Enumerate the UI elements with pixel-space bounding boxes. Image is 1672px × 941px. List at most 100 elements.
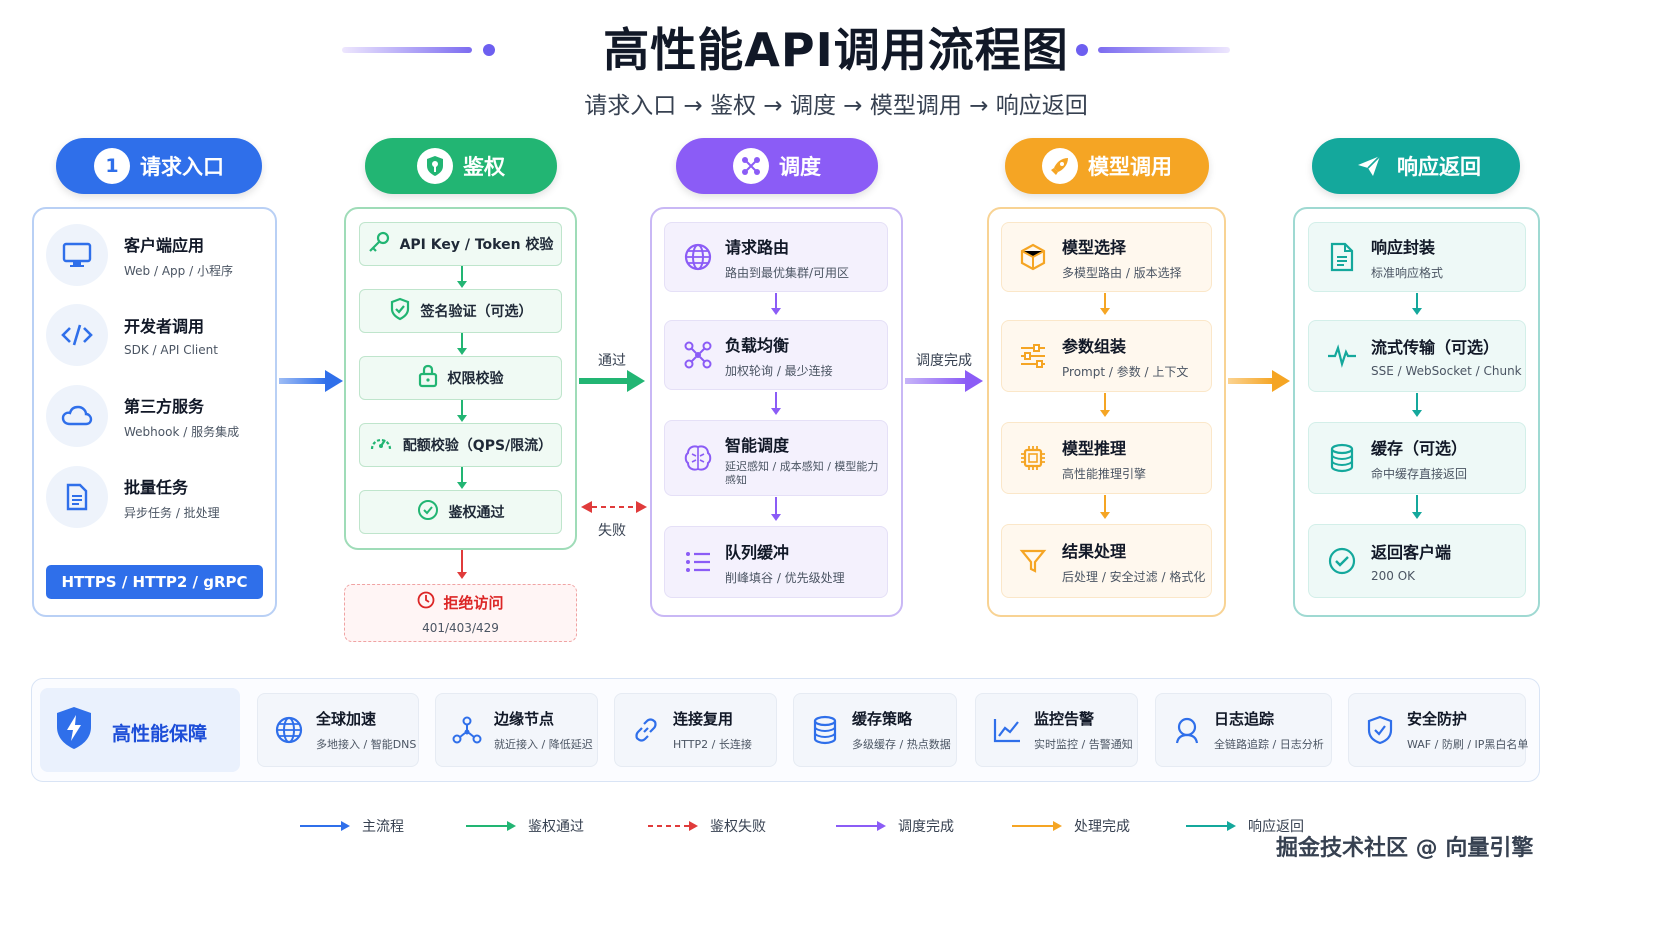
legend-item: 主流程 [300, 816, 404, 836]
feature-title: 监控告警 [1034, 710, 1095, 728]
legend-item: 鉴权失败 [648, 816, 766, 836]
feature-log-tracing: 日志追踪全链路追踪 / 日志分析 [1155, 693, 1332, 767]
entry-batch-title: 批量任务 [124, 477, 189, 497]
auth-card-signature: 签名验证（可选） [359, 289, 562, 333]
response-cache-desc: 命中缓存直接返回 [1371, 466, 1468, 481]
pill-auth: 鉴权 [365, 138, 557, 194]
database-icon [808, 713, 842, 747]
auth-signature-label: 签名验证（可选） [420, 304, 533, 320]
schedule-card-loadbalance: 负载均衡加权轮询 / 最少连接 [664, 320, 888, 390]
page-subtitle: 请求入口 → 鉴权 → 调度 → 模型调用 → 响应返回 [584, 93, 1088, 119]
auth-arrowhead-1 [457, 281, 467, 288]
feature-title: 缓存策略 [852, 710, 913, 728]
feature-desc: 实时监控 / 告警通知 [1034, 738, 1133, 751]
auth-column [344, 207, 577, 550]
title-decoration-dot-right [1076, 44, 1088, 56]
feature-edge-nodes: 边缘节点就近接入 / 降低延迟 [435, 693, 598, 767]
model-result-desc: 后处理 / 安全过滤 / 格式化 [1062, 569, 1206, 584]
arrow-model-to-response [1228, 370, 1290, 392]
auth-arrowhead-4 [457, 482, 467, 489]
response-cache-title: 缓存（可选） [1371, 438, 1468, 458]
legend-arrow [1012, 821, 1062, 831]
step-1-badge: 1 [94, 148, 130, 184]
sliders-icon [1014, 337, 1052, 375]
pill-schedule: 调度 [676, 138, 878, 194]
feature-monitoring: 监控告警实时监控 / 告警通知 [975, 693, 1138, 767]
response-column [1293, 207, 1540, 617]
response-stream-desc: SSE / WebSocket / Chunk [1371, 364, 1522, 378]
arrow-auth-to-schedule [579, 370, 645, 392]
entry-client-desc: Web / App / 小程序 [124, 263, 233, 278]
database-icon [1323, 439, 1361, 477]
model-select-title: 模型选择 [1062, 237, 1127, 257]
reject-codes: 401/403/429 [422, 621, 499, 635]
shield-check-icon [389, 297, 411, 325]
entry-card-client: 客户端应用 Web / App / 小程序 [46, 222, 266, 288]
feature-desc: WAF / 防刷 / IP黑白名单 [1407, 738, 1529, 751]
flow-label-scheduled: 调度完成 [916, 353, 972, 369]
shield-icon [1363, 713, 1397, 747]
auth-card-apikey: API Key / Token 校验 [359, 222, 562, 266]
pill-model: 模型调用 [1005, 138, 1209, 194]
feature-desc: 多地接入 / 智能DNS [316, 738, 417, 751]
monitor-icon [46, 224, 108, 286]
response-wrap-desc: 标准响应格式 [1371, 265, 1444, 280]
pulse-icon [1323, 337, 1361, 375]
check-circle-icon [1323, 542, 1361, 580]
key-icon [368, 231, 390, 257]
entry-client-title: 客户端应用 [124, 235, 205, 255]
model-arrowhead-1 [1100, 308, 1110, 315]
lock-icon [418, 364, 438, 392]
schedule-arrowhead-2 [771, 408, 781, 415]
response-arrowhead-2 [1412, 410, 1422, 417]
model-card-inference: 模型推理高性能推理引擎 [1001, 422, 1212, 494]
model-params-title: 参数组装 [1062, 336, 1127, 356]
auth-connector-2 [461, 333, 463, 348]
feature-title: 日志追踪 [1214, 710, 1275, 728]
pill-entry: 1 请求入口 [56, 138, 262, 194]
model-params-desc: Prompt / 参数 / 上下文 [1062, 364, 1189, 379]
auth-passed-label: 鉴权通过 [448, 505, 505, 521]
list-icon [679, 543, 717, 581]
legend-arrow [300, 821, 350, 831]
feature-desc: 全链路追踪 / 日志分析 [1214, 738, 1324, 751]
flow-label-fail: 失败 [598, 523, 626, 539]
shield-bolt-icon [54, 705, 94, 755]
flow-label-pass: 通过 [598, 353, 626, 369]
response-connector-2 [1416, 393, 1418, 410]
schedule-arrowhead-3 [771, 514, 781, 521]
alert-clock-icon [417, 591, 435, 613]
feature-desc: 多级缓存 / 热点数据 [852, 738, 951, 751]
schedule-card-smart: 智能调度延迟感知 / 成本感知 / 模型能力感知 [664, 420, 888, 496]
pill-response-label: 响应返回 [1397, 155, 1481, 179]
legend-label: 调度完成 [898, 819, 954, 835]
brain-icon [679, 439, 717, 477]
model-connector-1 [1104, 293, 1106, 308]
model-arrowhead-3 [1100, 512, 1110, 519]
schedule-card-routing: 请求路由路由到最优集群/可用区 [664, 222, 888, 292]
schedule-queue-title: 队列缓冲 [725, 542, 790, 562]
schedule-connector-1 [775, 293, 777, 308]
schedule-arrowhead-1 [771, 308, 781, 315]
model-inference-title: 模型推理 [1062, 438, 1127, 458]
schedule-queue-desc: 削峰填谷 / 优先级处理 [725, 570, 845, 585]
model-connector-3 [1104, 495, 1106, 512]
funnel-icon [1014, 542, 1052, 580]
auth-arrowhead-2 [457, 348, 467, 355]
entry-column [32, 207, 277, 617]
reject-title: 拒绝访问 [443, 593, 504, 612]
response-return-desc: 200 OK [1371, 569, 1416, 583]
response-wrap-title: 响应封装 [1371, 237, 1436, 257]
entry-thirdparty-title: 第三方服务 [124, 396, 205, 416]
chip-icon [1014, 439, 1052, 477]
schedule-smart-title: 智能调度 [725, 436, 790, 455]
globe-icon [679, 238, 717, 276]
legend-item: 调度完成 [836, 816, 954, 836]
model-connector-2 [1104, 393, 1106, 410]
feature-title: 边缘节点 [494, 710, 555, 728]
feature-desc: 就近接入 / 降低延迟 [494, 738, 593, 751]
feature-desc: HTTP2 / 长连接 [673, 738, 752, 751]
link-icon [629, 713, 663, 747]
